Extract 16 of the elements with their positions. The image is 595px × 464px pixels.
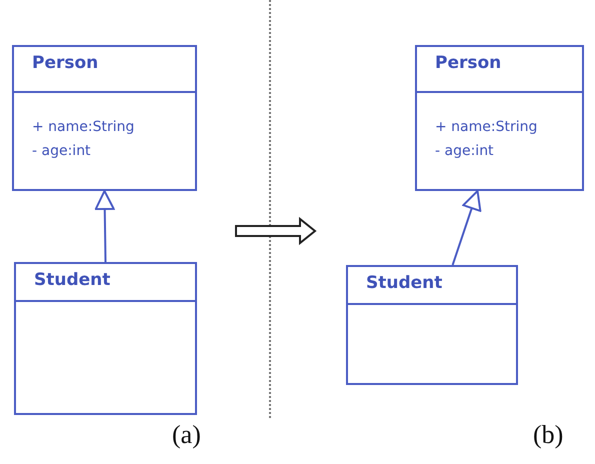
inheritance-arrow (94, 190, 115, 262)
class-name: Student (34, 270, 110, 290)
attribute: - age:int (32, 143, 91, 159)
class-box (14, 262, 197, 415)
class-box (415, 45, 584, 191)
class-box (12, 45, 197, 191)
panel-label: (b) (533, 420, 564, 450)
class-name: Student (366, 273, 442, 293)
attribute: + name:String (32, 119, 134, 135)
class-box (346, 265, 518, 385)
inheritance-arrow (452, 190, 482, 266)
attribute: - age:int (435, 143, 494, 159)
panel-label: (a) (172, 420, 201, 450)
class-name: Person (435, 53, 502, 73)
attribute: + name:String (435, 119, 538, 135)
class-name: Person (32, 53, 98, 73)
